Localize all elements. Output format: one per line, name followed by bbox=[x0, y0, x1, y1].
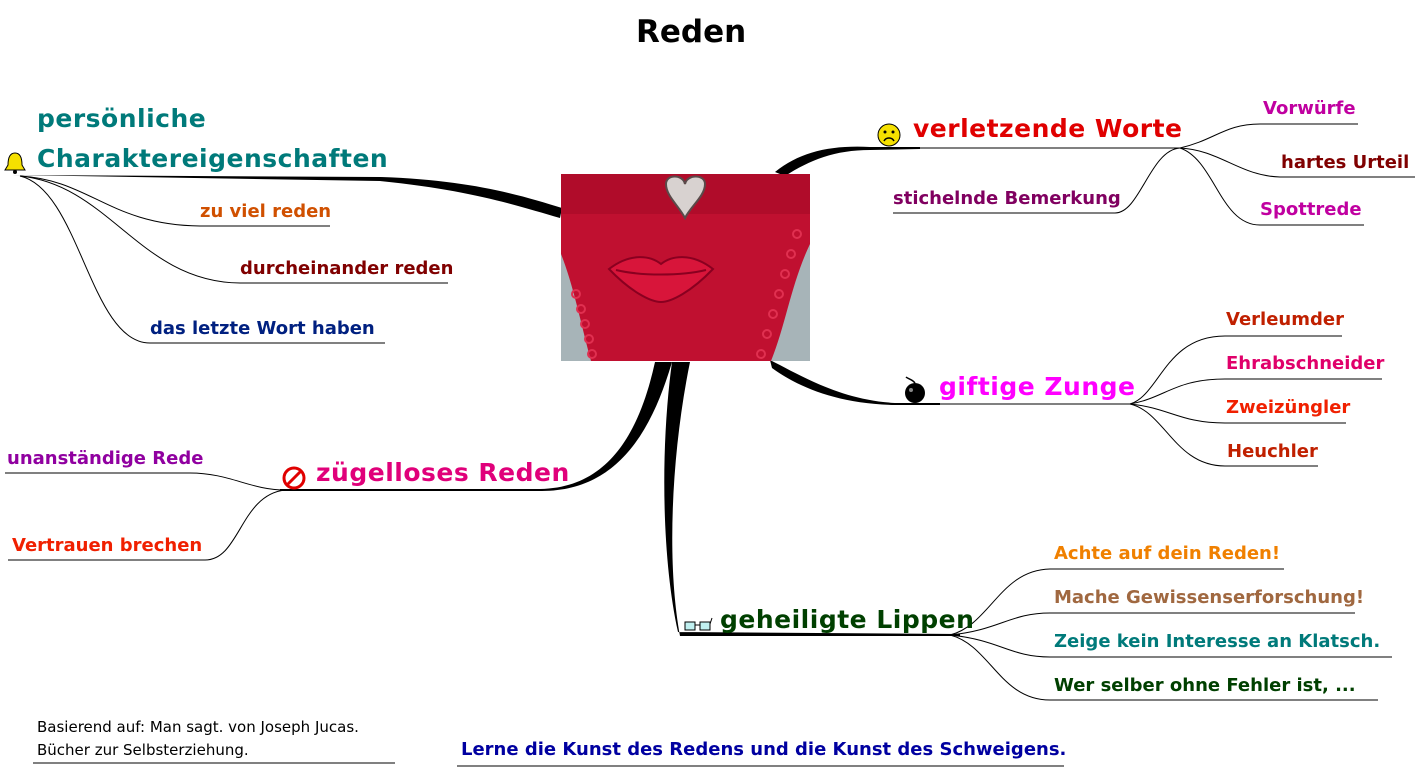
page-title: Reden bbox=[636, 14, 747, 50]
node-heuchler: Heuchler bbox=[1227, 441, 1318, 462]
branch-hurtful bbox=[775, 146, 920, 176]
node-ehrabschneider: Ehrabschneider bbox=[1226, 353, 1385, 374]
node-vorwuerfe: Vorwürfe bbox=[1263, 98, 1356, 119]
branch-poison-label: giftige Zunge bbox=[939, 372, 1136, 401]
node-unanstaendige-rede: unanständige Rede bbox=[7, 448, 204, 469]
node-verleumder: Verleumder bbox=[1226, 309, 1344, 330]
source-line-2: Bücher zur Selbsterziehung. bbox=[37, 741, 249, 759]
node-achte-auf-dein-reden: Achte auf dein Reden! bbox=[1054, 543, 1281, 564]
branch-unbridled-label: zügelloses Reden bbox=[316, 458, 570, 487]
center-lips-image bbox=[561, 174, 810, 361]
node-spottrede: Spottrede bbox=[1260, 199, 1362, 220]
node-zu-viel-reden: zu viel reden bbox=[200, 201, 332, 222]
node-vertrauen-brechen: Vertrauen brechen bbox=[12, 535, 203, 556]
node-wer-selber-ohne-fehler: Wer selber ohne Fehler ist, ... bbox=[1054, 675, 1356, 696]
sad-face-icon bbox=[877, 123, 901, 147]
source-line-1: Basierend auf: Man sagt. von Joseph Juca… bbox=[37, 718, 359, 736]
branch-personal-label-2: Charaktereigenschaften bbox=[37, 144, 389, 173]
node-zweizuengler: Zweizüngler bbox=[1226, 397, 1351, 418]
node-hartes-urteil: hartes Urteil bbox=[1281, 152, 1410, 173]
branch-personal bbox=[12, 175, 562, 218]
bell-icon bbox=[4, 152, 26, 174]
node-zeige-kein-interesse: Zeige kein Interesse an Klatsch. bbox=[1054, 631, 1381, 652]
branch-hurtful-label: verletzende Worte bbox=[913, 114, 1183, 143]
glasses-icon bbox=[684, 617, 713, 631]
branch-personal-label-1: persönliche bbox=[37, 104, 207, 133]
motto-text: Lerne die Kunst des Redens und die Kunst… bbox=[461, 739, 1067, 760]
branch-holy-label: geheiligte Lippen bbox=[720, 605, 975, 634]
node-stichelnde-bemerkung: stichelnde Bemerkung bbox=[893, 188, 1121, 209]
node-das-letzte-wort-haben: das letzte Wort haben bbox=[150, 318, 375, 339]
bomb-icon bbox=[905, 376, 925, 403]
branch-poison bbox=[770, 360, 940, 405]
prohibited-icon bbox=[282, 466, 306, 490]
node-durcheinander-reden: durcheinander reden bbox=[240, 258, 454, 279]
node-mache-gewissenserforschung: Mache Gewissenserforschung! bbox=[1054, 587, 1365, 608]
